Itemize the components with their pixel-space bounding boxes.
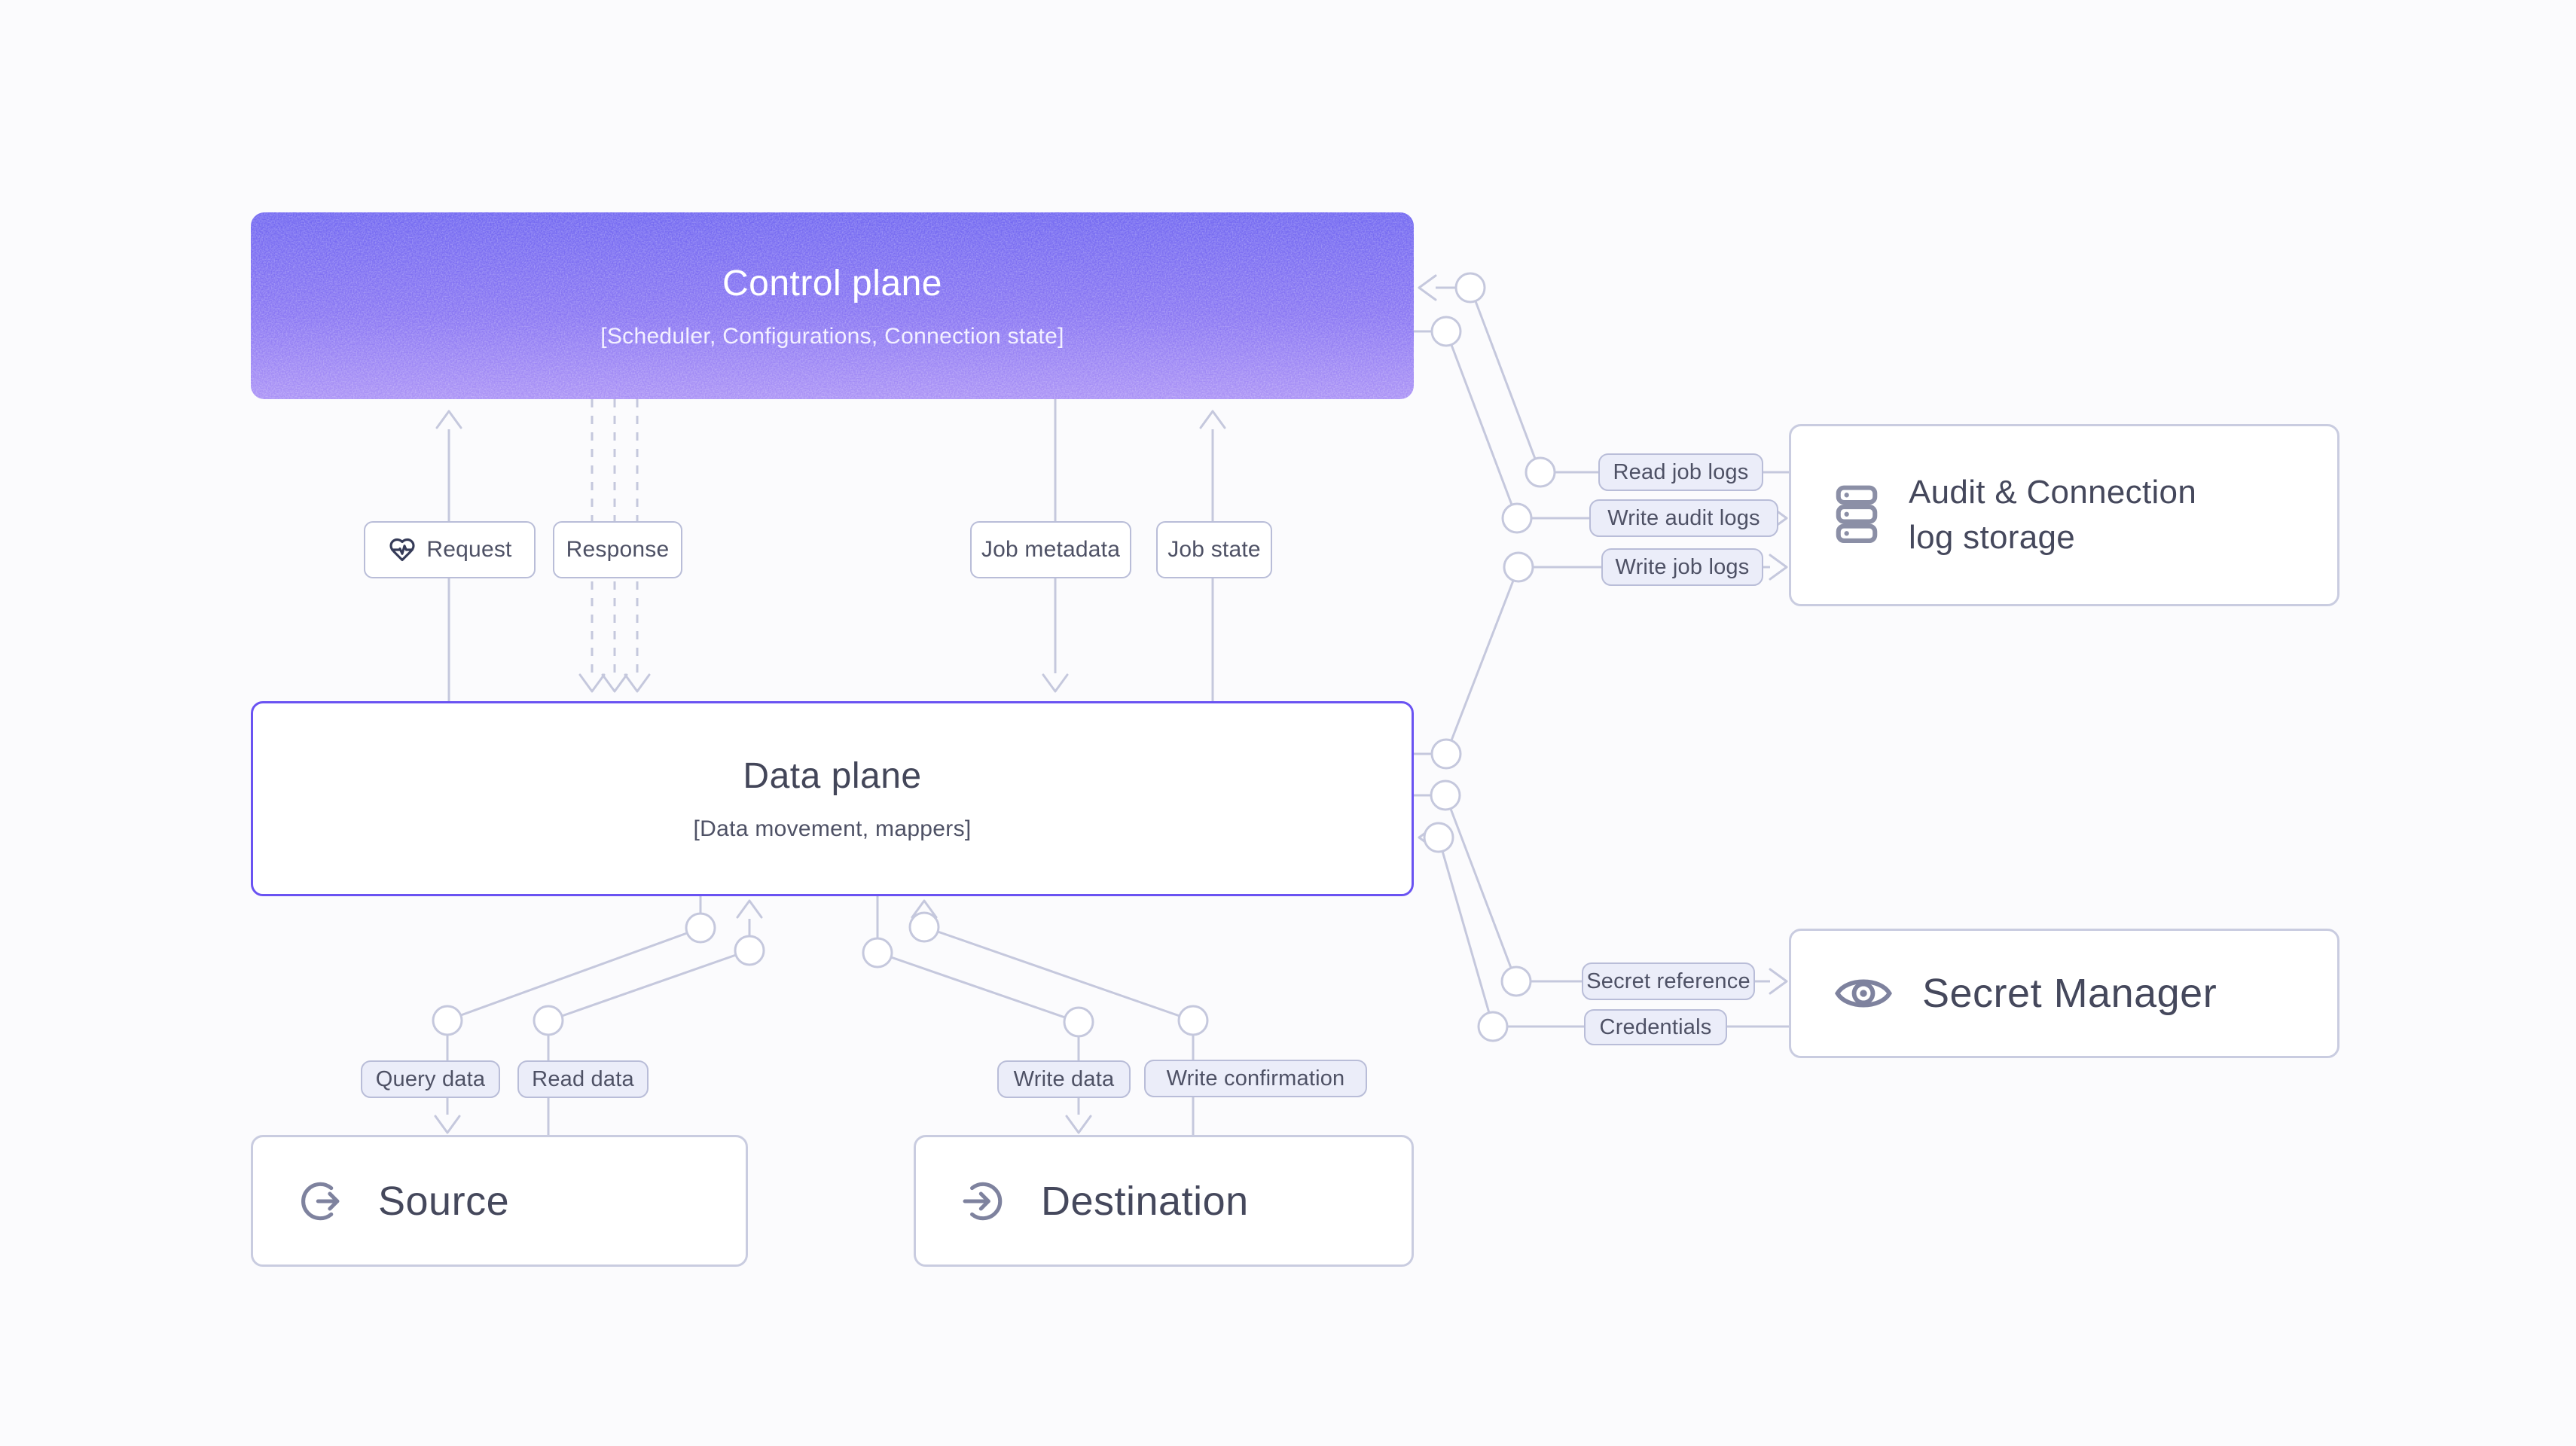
read-data-edge-label: Read data — [517, 1060, 649, 1098]
write-confirmation-edge-label: Write confirmation — [1144, 1060, 1367, 1097]
eye-icon — [1835, 972, 1892, 1014]
control-plane-subtitle: [Scheduler, Configurations, Connection s… — [600, 323, 1064, 349]
log-out-circle-icon — [297, 1176, 348, 1227]
destination-title: Destination — [1041, 1178, 1249, 1224]
secret-manager-node: Secret Manager — [1789, 929, 2339, 1058]
data-plane-title: Data plane — [743, 756, 922, 796]
write-audit-logs-edge-label: Write audit logs — [1589, 499, 1778, 537]
request-edge-label: Request — [364, 521, 536, 578]
response-edge-label: Response — [553, 521, 682, 578]
audit-log-storage-node: Audit & Connection log storage — [1789, 424, 2339, 606]
heart-pulse-icon — [387, 536, 417, 563]
request-label-text: Request — [426, 537, 512, 562]
read-job-logs-edge-label: Read job logs — [1598, 453, 1763, 491]
query-data-edge-label: Query data — [361, 1060, 500, 1098]
control-plane-title: Control plane — [722, 263, 942, 304]
destination-node: Destination — [914, 1135, 1414, 1267]
write-data-edge-label: Write data — [997, 1060, 1131, 1098]
write-job-logs-edge-label: Write job logs — [1601, 548, 1763, 586]
log-in-circle-icon — [960, 1176, 1011, 1227]
job-metadata-edge-label: Job metadata — [970, 521, 1131, 578]
secret-reference-edge-label: Secret reference — [1582, 962, 1755, 1000]
secret-manager-title: Secret Manager — [1922, 971, 2217, 1016]
source-node: Source — [251, 1135, 748, 1267]
source-title: Source — [378, 1178, 510, 1224]
control-plane-node: Control plane [Scheduler, Configurations… — [251, 212, 1414, 399]
job-state-edge-label: Job state — [1156, 521, 1272, 578]
server-stack-icon — [1835, 485, 1879, 545]
data-plane-subtitle: [Data movement, mappers] — [693, 816, 972, 841]
audit-title-line2: log storage — [1909, 519, 2076, 556]
audit-log-storage-title: Audit & Connection log storage — [1909, 470, 2196, 560]
credentials-edge-label: Credentials — [1584, 1009, 1727, 1045]
audit-title-line1: Audit & Connection — [1909, 474, 2197, 511]
data-plane-node: Data plane [Data movement, mappers] — [251, 701, 1414, 896]
